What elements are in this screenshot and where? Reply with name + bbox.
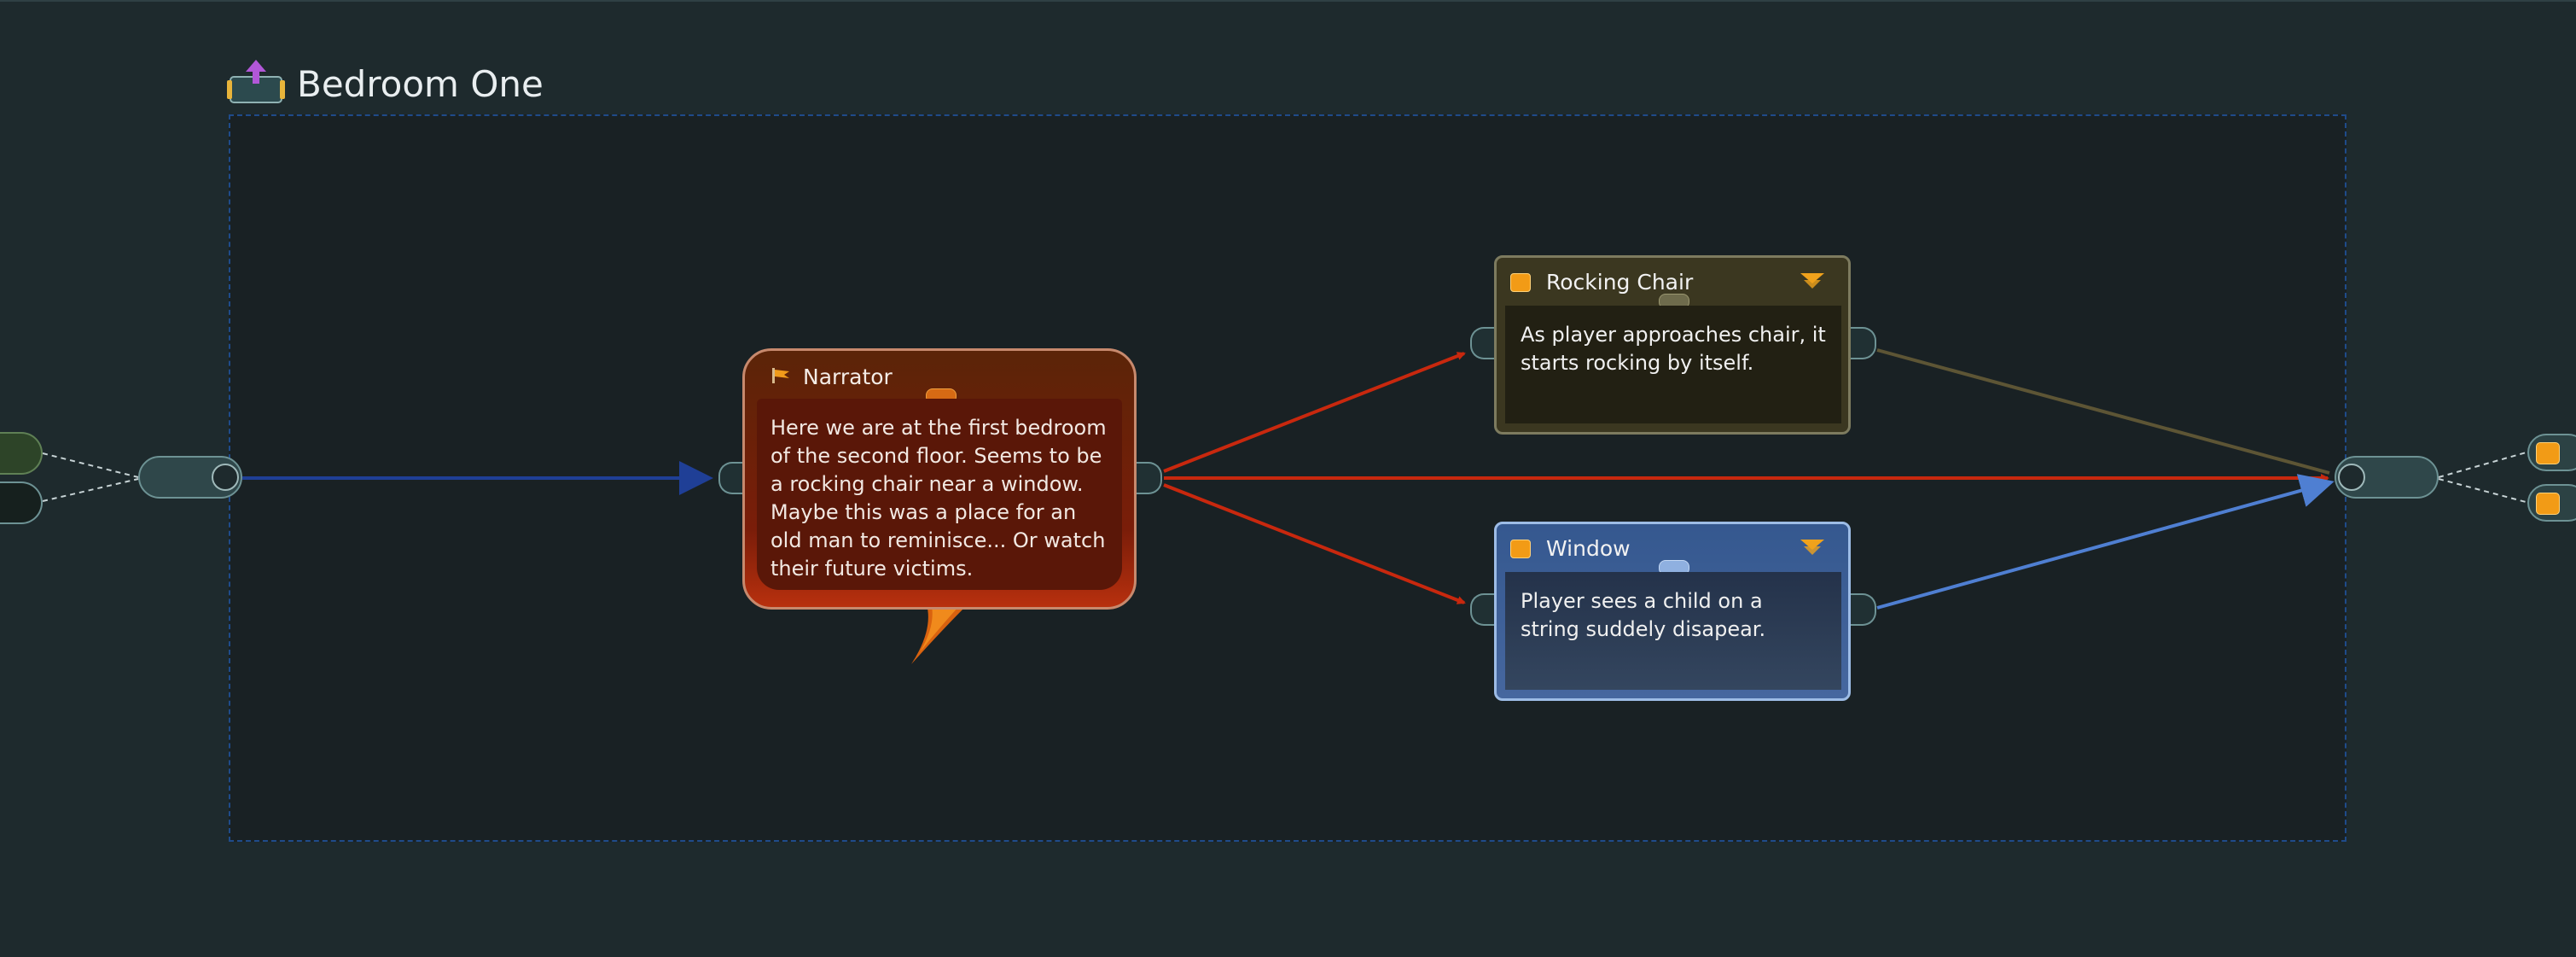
dashed-wire-right-top: [2438, 451, 2530, 478]
action-node-text: Player sees a child on a string suddely …: [1505, 572, 1841, 690]
dialogue-node-narrator[interactable]: Narrator Here we are at the first bedroo…: [742, 348, 1137, 610]
group-input-pin-socket[interactable]: [212, 464, 239, 491]
narrator-input-pin[interactable]: [718, 462, 744, 494]
narrator-output-pin[interactable]: [1137, 462, 1162, 494]
action-node-text: As player approaches chair, it starts ro…: [1505, 306, 1841, 423]
window-input-pin[interactable]: [1470, 593, 1496, 626]
flag-icon: [772, 368, 789, 383]
wire-window-to-output: [1876, 474, 2335, 610]
canvas-top-edge: [0, 0, 2576, 2]
wire-narrator-to-window: [1163, 483, 1466, 604]
group-title[interactable]: Bedroom One: [297, 63, 544, 105]
dashed-wire-left-bottom: [42, 478, 139, 502]
dialogue-speaker-name: Narrator: [803, 365, 893, 389]
dashed-wire-left-top: [42, 452, 139, 478]
action-node-rocking-chair[interactable]: Rocking Chair As player approaches chair…: [1494, 255, 1851, 435]
rocking-chair-output-pin[interactable]: [1851, 327, 1876, 359]
action-square-icon: [1510, 273, 1531, 292]
dashed-wire-right-bottom: [2438, 478, 2530, 504]
speech-bubble-tail: [911, 604, 968, 664]
collapse-chevron-icon[interactable]: [1799, 270, 1826, 292]
group-output-pin-socket[interactable]: [2338, 464, 2365, 491]
external-input-pin-bottom[interactable]: [0, 481, 43, 524]
action-square-icon: [2536, 442, 2560, 464]
rocking-chair-input-pin[interactable]: [1470, 327, 1496, 359]
dialogue-text: Here we are at the first bedroom of the …: [757, 399, 1122, 590]
external-input-pin-top[interactable]: [0, 432, 43, 475]
external-output-pin-bottom[interactable]: [2527, 484, 2576, 522]
action-square-icon: [1510, 540, 1531, 558]
action-node-title: Rocking Chair: [1546, 270, 1694, 295]
action-node-title: Window: [1546, 536, 1631, 561]
group-upload-icon[interactable]: [227, 58, 285, 106]
wire-rocking-chair-to-output: [1876, 348, 2330, 475]
action-square-icon: [2536, 493, 2560, 515]
window-output-pin[interactable]: [1851, 593, 1876, 626]
external-output-pin-top[interactable]: [2527, 434, 2576, 471]
wire-narrator-to-rocking-chair: [1163, 352, 1466, 473]
action-node-window[interactable]: Window Player sees a child on a string s…: [1494, 522, 1851, 701]
collapse-chevron-icon[interactable]: [1799, 536, 1826, 558]
